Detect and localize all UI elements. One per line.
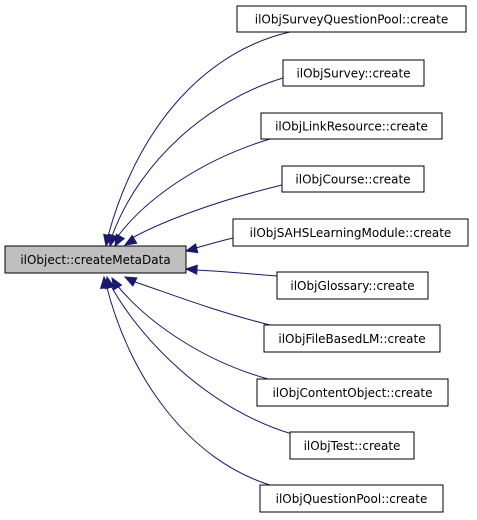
arrowhead [184,264,198,275]
root-node[interactable]: ilObject::createMetaData [4,245,187,274]
caller-node-label: ilObjQuestionPool::create [276,492,428,506]
caller-node-sahs-learning-module[interactable]: ilObjSAHSLearningModule::create [232,218,469,247]
caller-node-glossary[interactable]: ilObjGlossary::create [276,271,429,300]
caller-node-box [256,378,449,407]
edges-layer [99,31,293,486]
caller-node-survey[interactable]: ilObjSurvey::create [282,59,425,87]
call-edge [195,269,278,277]
caller-node-content-object[interactable]: ilObjContentObject::create [256,378,449,407]
call-edge [109,283,293,435]
call-edge [195,237,234,249]
caller-node-label: ilObjTest::create [304,439,401,453]
caller-node-box [263,324,441,353]
caller-node-box [276,271,429,300]
caller-node-label: ilObjLinkResource::create [275,120,428,134]
caller-node-box [236,5,467,33]
caller-node-file-based-lm[interactable]: ilObjFileBasedLM::create [263,324,441,353]
call-edge [111,77,284,237]
caller-node-label: ilObjCourse::create [295,173,410,187]
arrowhead [99,275,111,289]
caller-node-survey-question-pool[interactable]: ilObjSurveyQuestionPool::create [236,5,467,33]
call-edge [115,283,269,380]
caller-node-box [232,218,469,247]
call-edge [131,184,283,239]
call-edge [105,283,271,486]
arrowhead [111,276,123,291]
caller-node-box [260,112,443,140]
caller-node-label: ilObjSAHSLearningModule::create [250,226,452,240]
arrowhead [123,234,138,246]
call-edge [107,31,291,237]
arrowhead [108,233,119,248]
caller-node-label: ilObjSurvey::create [296,67,410,81]
root-node-label: ilObject::createMetaData [20,253,170,267]
caller-node-label: ilObjContentObject::create [272,386,432,400]
caller-node-box [259,484,444,513]
caller-node-label: ilObjGlossary::create [290,279,414,293]
call-edge [131,280,271,326]
caller-node-box [282,59,425,87]
caller-node-test[interactable]: ilObjTest::create [289,431,415,460]
caller-node-question-pool[interactable]: ilObjQuestionPool::create [259,484,444,513]
root-node-box [4,245,187,274]
arrowhead [123,276,138,287]
caller-node-box [289,431,415,460]
caller-node-box [281,165,425,193]
caller-node-label: ilObjFileBasedLM::create [278,332,425,346]
arrowhead [184,243,199,254]
caller-node-course[interactable]: ilObjCourse::create [281,165,425,193]
caller-node-link-resource[interactable]: ilObjLinkResource::create [260,112,443,140]
nodes-layer: ilObject::createMetaData ilObjSurveyQues… [4,5,469,513]
call-edge [117,138,271,237]
arrowhead [114,233,126,248]
caller-node-label: ilObjSurveyQuestionPool::create [255,13,448,27]
